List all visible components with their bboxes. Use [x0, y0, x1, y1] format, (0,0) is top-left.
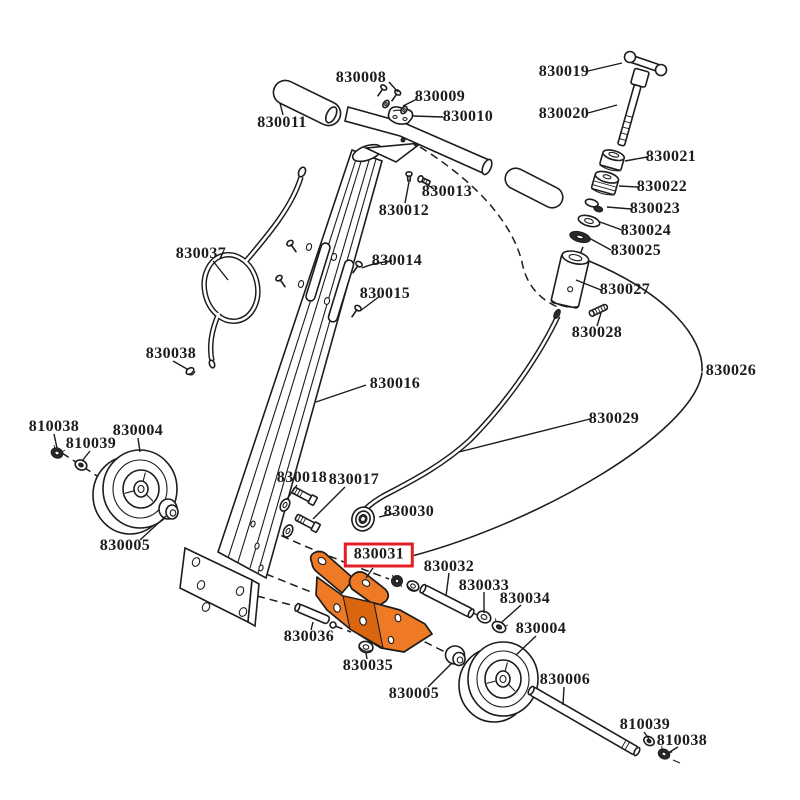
right-wheel — [458, 641, 539, 723]
cable-pulley — [351, 506, 375, 532]
right-wheel-bushing — [444, 645, 466, 667]
part-label-830034: 830034 — [499, 590, 551, 607]
pivot-cylinder-830027 — [550, 250, 590, 309]
part-label-830036: 830036 — [283, 628, 335, 645]
bolt-assembly-830017 — [282, 513, 321, 538]
washer-830023 — [584, 198, 604, 213]
right-push-nut — [657, 745, 673, 760]
flange-nut-830035 — [358, 640, 374, 654]
part-label-830023: 830023 — [629, 200, 681, 217]
part-label-830016: 830016 — [369, 375, 421, 392]
clamp-screws — [377, 84, 408, 115]
base-plate — [179, 546, 260, 628]
part-label-810039: 810039 — [65, 435, 117, 452]
highlighted-part-bracket — [309, 550, 433, 653]
left-washer — [74, 459, 88, 471]
frame-tube — [217, 143, 383, 580]
part-label-830015: 830015 — [359, 285, 411, 302]
set-screw-830028 — [588, 303, 609, 318]
part-label-830011: 830011 — [257, 114, 307, 131]
part-label-830012: 830012 — [378, 202, 430, 219]
hex-nut-small — [406, 580, 420, 592]
wing-bolt-830019 — [617, 50, 668, 147]
part-label-830026: 830026 — [705, 362, 757, 379]
right-grip — [504, 167, 564, 209]
left-push-nut — [50, 444, 66, 459]
throttle-cable — [201, 166, 561, 523]
part-label-830029: 830029 — [588, 410, 640, 427]
part-label-830009: 830009 — [414, 88, 466, 105]
part-label-830031-selected: 830031 — [343, 542, 415, 568]
part-label-830008: 830008 — [335, 69, 387, 86]
part-label-830004: 830004 — [515, 620, 567, 637]
bushing-830022 — [590, 170, 620, 196]
part-label-830020: 830020 — [538, 105, 590, 122]
rivet-830012 — [405, 171, 413, 182]
axle-830032 — [419, 583, 475, 619]
part-label-830027: 830027 — [599, 281, 651, 298]
part-label-830032: 830032 — [423, 558, 475, 575]
part-label-810038: 810038 — [656, 732, 708, 749]
part-label-830014: 830014 — [371, 252, 423, 269]
cable-assembly-brace — [411, 260, 703, 557]
part-label-830005: 830005 — [99, 537, 151, 554]
nut-830034 — [491, 618, 509, 634]
part-label-830038: 830038 — [145, 345, 197, 362]
washer-830024 — [577, 214, 601, 228]
part-label-830037: 830037 — [175, 245, 227, 262]
part-label-830018: 830018 — [276, 469, 328, 486]
part-label-830021: 830021 — [645, 148, 697, 165]
washer-830033 — [476, 610, 492, 624]
axle-830006 — [527, 685, 641, 757]
part-label-830005: 830005 — [388, 685, 440, 702]
tick — [672, 759, 681, 764]
part-label-830017: 830017 — [328, 471, 380, 488]
part-label-830030: 830030 — [383, 503, 435, 520]
cable-clip — [185, 366, 196, 376]
part-label-830035: 830035 — [342, 657, 394, 674]
part-label-830010: 830010 — [442, 108, 494, 125]
left-wheel — [92, 449, 178, 535]
bushing-830021 — [599, 149, 626, 172]
right-washer — [642, 735, 656, 747]
lock-washer-830025 — [569, 230, 591, 244]
part-label-830006: 830006 — [539, 671, 591, 688]
screw-830013 — [417, 175, 431, 186]
part-label-810038: 810038 — [28, 418, 80, 435]
part-label-830004: 830004 — [112, 422, 164, 439]
left-wheel-bushing — [158, 498, 179, 520]
part-label-810039: 810039 — [619, 716, 671, 733]
label-leader-lines — [53, 62, 679, 754]
left-grip — [272, 79, 342, 127]
lock-washer-small — [391, 574, 403, 588]
part-label-830022: 830022 — [636, 178, 688, 195]
part-label-830028: 830028 — [571, 324, 623, 341]
bolt-assembly-830018 — [279, 486, 318, 512]
part-label-830013: 830013 — [421, 183, 473, 200]
part-label-830033: 830033 — [458, 577, 510, 594]
part-label-830025: 830025 — [610, 242, 662, 259]
part-label-830024: 830024 — [620, 222, 672, 239]
clevis-pin-830036 — [294, 602, 337, 629]
part-label-830019: 830019 — [538, 63, 590, 80]
